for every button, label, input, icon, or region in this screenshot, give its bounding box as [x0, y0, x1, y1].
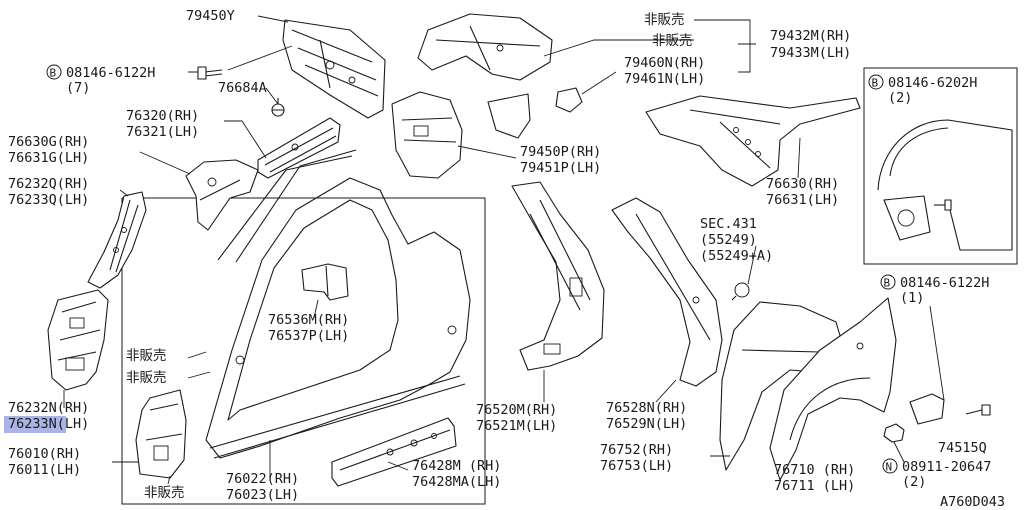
- label-qty-7: (7): [66, 80, 90, 96]
- highlight-76233N: [4, 416, 66, 433]
- bolt-callout-detail: B 08146-6202H (2): [868, 74, 977, 106]
- label-79450P: 79450P(RH): [520, 144, 601, 160]
- bolt-callout-right: B 08146-6122H (1): [880, 274, 989, 306]
- part-79450Y: [282, 19, 386, 119]
- bolt-symbol-letter: B: [50, 67, 57, 80]
- part-79450P: [391, 91, 463, 179]
- label-not-for-sale-5: 非販売: [652, 33, 693, 49]
- label-08911-20647: 08911-20647: [902, 459, 991, 475]
- bolt-top-left: [197, 66, 223, 80]
- part-76320: [257, 117, 341, 179]
- label-08146-6202H: 08146-6202H: [888, 75, 977, 91]
- part-76536M: [301, 263, 349, 301]
- label-79432M: 79432M(RH): [770, 28, 851, 44]
- label-76631G: 76631G(LH): [8, 150, 89, 166]
- label-not-for-sale-4: 非販売: [644, 12, 685, 28]
- label-76529N: 76529N(LH): [606, 416, 687, 432]
- part-55249: [731, 282, 750, 301]
- label-79461N: 79461N(LH): [624, 71, 705, 87]
- label-76520M: 76520M(RH): [476, 402, 557, 418]
- part-76520M: [511, 181, 605, 371]
- label-76320: 76320(RH): [126, 108, 199, 124]
- part-76428M: [331, 417, 457, 487]
- nut-symbol-letter: N: [886, 461, 893, 474]
- label-08146-6122H-right: 08146-6122H: [900, 275, 989, 291]
- label-qty-1: (1): [900, 290, 924, 306]
- label-76630: 76630(RH): [766, 176, 839, 192]
- label-76233Q: 76233Q(LH): [8, 192, 89, 208]
- label-79433M: 79433M(LH): [770, 45, 851, 61]
- label-76022: 76022(RH): [226, 471, 299, 487]
- part-76232Q: [87, 191, 147, 289]
- label-79450Y: 79450Y: [186, 8, 235, 24]
- label-76232Q: 76232Q(RH): [8, 176, 89, 192]
- nut-symbol-n: [882, 458, 898, 474]
- part-76752: [719, 301, 847, 471]
- part-76022: [205, 149, 471, 459]
- part-wheelhouse-detail: [877, 119, 1013, 251]
- part-79460N: [487, 93, 531, 139]
- label-76630G: 76630G(RH): [8, 134, 89, 150]
- label-76753: 76753(LH): [600, 458, 673, 474]
- label-76010: 76010(RH): [8, 446, 81, 462]
- label-79460N: 79460N(RH): [624, 55, 705, 71]
- label-76710: 76710 (RH): [774, 462, 855, 478]
- label-76428M: 76428M (RH): [412, 458, 501, 474]
- label-76233N: 76233N(LH): [8, 416, 89, 432]
- label-74515Q: 74515Q: [938, 440, 987, 456]
- label-not-for-sale-1: 非販売: [126, 348, 167, 364]
- label-08146-6122H-top: 08146-6122H: [66, 65, 155, 81]
- label-76684A: 76684A: [218, 80, 267, 96]
- part-nut-08911: [883, 423, 905, 443]
- label-76232N: 76232N(RH): [8, 400, 89, 416]
- part-76630: [645, 95, 861, 187]
- part-79432M: [417, 13, 553, 81]
- label-76321: 76321(LH): [126, 124, 199, 140]
- label-79451P: 79451P(LH): [520, 160, 601, 176]
- part-76010: [135, 389, 187, 479]
- bolt-callout-top: B 08146-6122H (7): [46, 64, 155, 96]
- label-76011: 76011(LH): [8, 462, 81, 478]
- nut-callout: N 08911-20647 (2): [882, 458, 991, 490]
- label-76711: 76711 (LH): [774, 478, 855, 494]
- label-76631: 76631(LH): [766, 192, 839, 208]
- part-76684A: [271, 98, 285, 117]
- label-76428MA: 76428MA(LH): [412, 474, 501, 490]
- label-76023: 76023(LH): [226, 487, 299, 503]
- part-79460N-clip: [555, 87, 583, 113]
- bolt-symbol-letter-detail: B: [872, 77, 879, 90]
- label-sec-431: SEC.431: [700, 216, 757, 232]
- part-76710: [769, 297, 897, 481]
- bolt-symbol-letter-right: B: [884, 277, 891, 290]
- label-not-for-sale-3: 非販売: [144, 485, 185, 501]
- part-76528N: [611, 197, 723, 387]
- diagram-code: A760D043: [940, 494, 1005, 510]
- label-76537P: 76537P(LH): [268, 328, 349, 344]
- label-55249-a: (55249+A): [700, 248, 773, 264]
- label-55249: (55249): [700, 232, 757, 248]
- label-76521M: 76521M(LH): [476, 418, 557, 434]
- part-74515Q: [909, 393, 991, 425]
- bolt-symbol-b: [46, 64, 62, 80]
- detail-box-wheelhouse: [863, 67, 1018, 265]
- part-76630G: [185, 159, 259, 231]
- label-not-for-sale-2: 非販売: [126, 370, 167, 386]
- bolt-symbol-b-detail: [868, 74, 884, 90]
- label-qty-2-nut: (2): [902, 474, 926, 490]
- label-qty-2-detail: (2): [888, 90, 912, 106]
- label-76528N: 76528N(RH): [606, 400, 687, 416]
- label-76536M: 76536M(RH): [268, 312, 349, 328]
- part-76232N: [47, 289, 109, 391]
- label-76752: 76752(RH): [600, 442, 673, 458]
- group-box-body-side: [121, 197, 486, 505]
- leader-lines: [63, 15, 945, 485]
- bolt-symbol-b-right: [880, 274, 896, 290]
